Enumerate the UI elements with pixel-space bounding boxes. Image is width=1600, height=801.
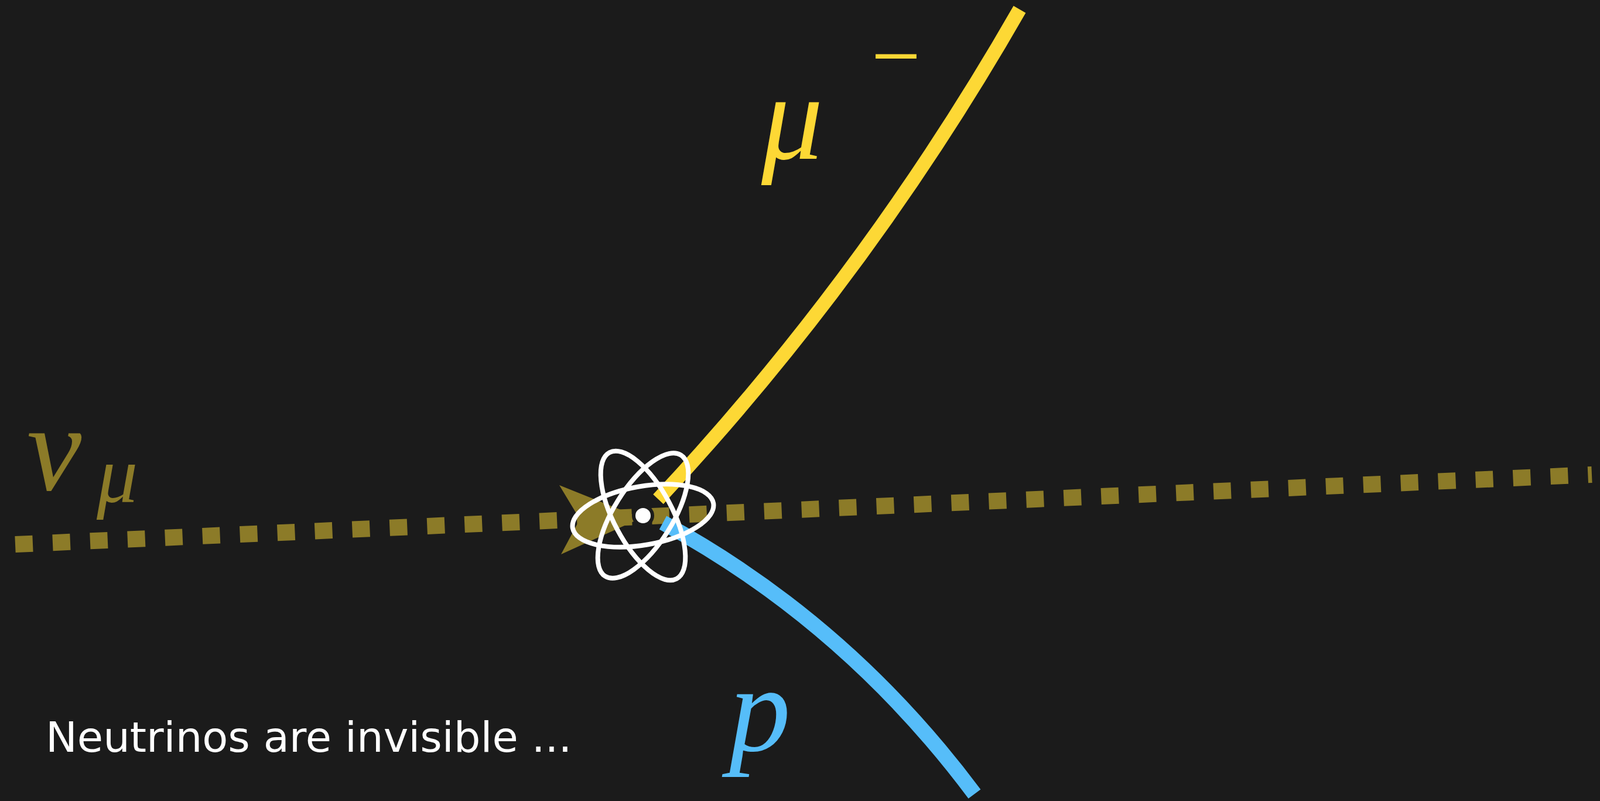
- neutrino-track: [15, 474, 1592, 545]
- proton-track: [662, 522, 975, 794]
- muon-charge: −: [865, 11, 925, 100]
- muon-track: [658, 9, 1020, 499]
- caption-note: Neutrinos are invisible ...: [45, 715, 572, 758]
- neutrino-symbol: ν: [26, 386, 82, 510]
- neutrino-flavour-subscript: μ: [96, 433, 138, 516]
- muon-symbol: μ: [761, 55, 823, 179]
- proton-symbol: p: [729, 647, 791, 771]
- atom-symbol: [567, 438, 719, 593]
